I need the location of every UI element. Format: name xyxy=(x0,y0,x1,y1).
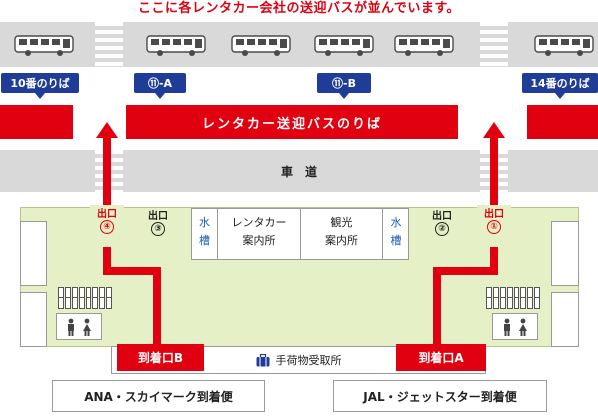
route-line-left xyxy=(103,247,161,346)
route-arrow-left-head xyxy=(96,122,118,138)
pickup-bar-main: レンタカー送迎バスのりば xyxy=(126,105,458,139)
exit-1: 出口 ① xyxy=(477,205,511,234)
route-arrow-right-shaft xyxy=(490,136,498,205)
exit-3-label: 出口 xyxy=(148,211,168,222)
arrival-gate-b: 到着口B xyxy=(117,344,204,371)
stop-tag-10: 10番のりば xyxy=(1,73,79,99)
info-counter-block: 水 槽 レンタカー 案内所 観光 案内所 水 槽 xyxy=(191,208,409,260)
tourism-info-2: 案内所 xyxy=(325,234,358,247)
arrival-gate-a-label: 到着口A xyxy=(418,351,464,365)
exit-3-number: ③ xyxy=(151,222,165,236)
bus-icon xyxy=(314,35,374,56)
pickup-bar-left xyxy=(0,105,73,139)
stop-tag-10-label: 10番のりば xyxy=(10,77,70,90)
restroom-right xyxy=(492,313,538,340)
rental-car-info-2: 案内所 xyxy=(242,234,276,247)
water-tank-left-2: 槽 xyxy=(199,234,210,247)
water-tank-left-1: 水 xyxy=(199,216,210,229)
gate-right-top xyxy=(486,287,540,299)
arrival-gate-b-label: 到着口B xyxy=(137,351,184,365)
suitcase-icon xyxy=(256,353,269,366)
stop-tag-14-label: 14番のりば xyxy=(530,77,590,90)
room-left-upper xyxy=(20,221,47,286)
exit-1-label: 出口 xyxy=(484,209,504,220)
exit-2-label: 出口 xyxy=(432,211,452,222)
restroom-man-icon xyxy=(68,318,74,336)
bus-icon xyxy=(146,35,206,56)
room-right-lower xyxy=(551,292,579,347)
baggage-claim-label: 手荷物受取所 xyxy=(275,354,342,367)
restroom-woman-icon xyxy=(519,318,527,336)
bus-icon xyxy=(534,35,594,56)
rental-car-info-desk: レンタカー 案内所 xyxy=(218,214,300,250)
water-tank-right: 水 槽 xyxy=(383,214,409,250)
route-arrow-left-shaft xyxy=(103,136,111,205)
stop-tag-11b-label: ⑪-B xyxy=(332,77,356,90)
restroom-man-icon xyxy=(504,318,510,336)
crosswalk-left xyxy=(95,22,123,67)
tourism-info-1: 観光 xyxy=(330,216,353,229)
water-tank-right-2: 槽 xyxy=(390,234,402,247)
stop-tag-11a-label: ⑪-A xyxy=(147,77,173,90)
road-label: 車 道 xyxy=(280,164,317,179)
route-arrow-right-head xyxy=(483,122,505,138)
room-right-upper xyxy=(551,221,579,286)
tourism-info-desk: 観光 案内所 xyxy=(301,214,382,250)
bus-icon xyxy=(231,35,291,56)
jal-jetstar-label: JAL・ジェットスター到着便 xyxy=(363,389,517,404)
exit-4-label: 出口 xyxy=(97,209,117,220)
exit-4: 出口 ④ xyxy=(90,205,124,234)
water-tank-left: 水 槽 xyxy=(192,214,217,250)
gate-right-bottom xyxy=(486,297,540,309)
crosswalk-right xyxy=(480,22,508,67)
exit-2: 出口 ② xyxy=(426,207,458,236)
stop-tag-11b: ⑪-B xyxy=(317,73,371,99)
arrival-gate-a: 到着口A xyxy=(396,344,486,371)
exit-3: 出口 ③ xyxy=(142,207,174,236)
exit-2-number: ② xyxy=(435,222,449,236)
restroom-woman-icon xyxy=(83,318,91,336)
rental-car-info-1: レンタカー xyxy=(231,216,287,229)
ana-skymark-label: ANA・スカイマーク到着便 xyxy=(84,389,233,404)
restroom-left xyxy=(56,313,102,340)
bus-icon xyxy=(14,35,74,56)
pickup-bar-right xyxy=(527,105,598,139)
gate-left-bottom xyxy=(58,297,112,309)
stop-tag-14: 14番のりば xyxy=(522,73,598,99)
bus-icon xyxy=(394,35,454,56)
water-tank-right-1: 水 xyxy=(390,216,402,229)
ana-skymark-arrivals: ANA・スカイマーク到着便 xyxy=(52,380,265,412)
map-caption: ここに各レンタカー会社の送迎バスが並んでいます。 xyxy=(137,1,461,16)
route-line-right xyxy=(433,247,498,346)
exit-4-number: ④ xyxy=(100,220,114,234)
stop-tag-11a: ⑪-A xyxy=(134,73,186,99)
room-left-lower xyxy=(20,292,47,347)
pickup-bar-label: レンタカー送迎バスのりば xyxy=(201,116,382,132)
jal-jetstar-arrivals: JAL・ジェットスター到着便 xyxy=(333,380,547,412)
exit-1-number: ① xyxy=(487,220,501,234)
